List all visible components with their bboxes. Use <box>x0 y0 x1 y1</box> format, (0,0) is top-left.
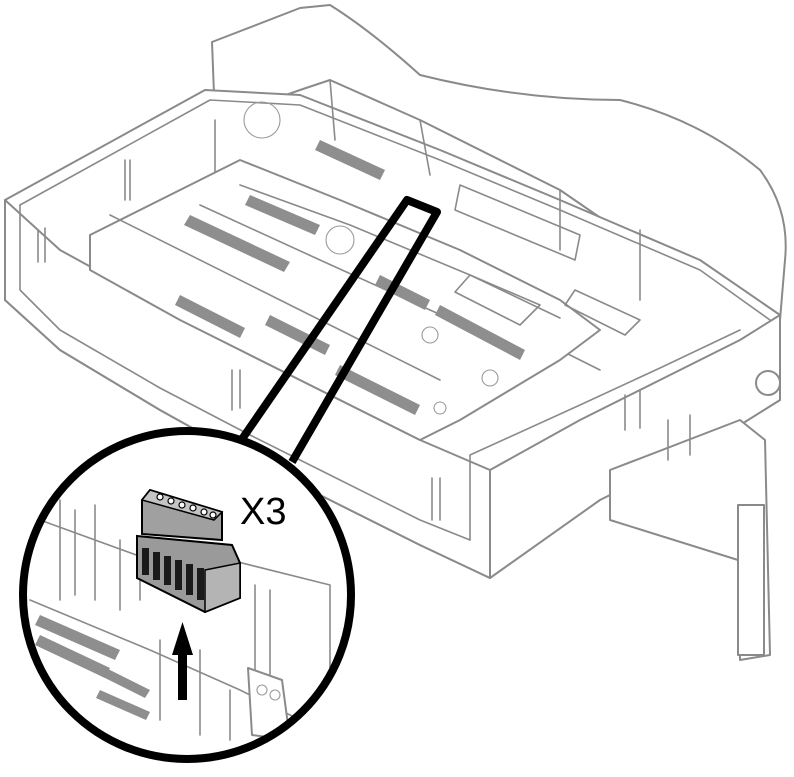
bracket-strip <box>737 504 765 656</box>
grill-group <box>175 140 525 415</box>
arrow-up-icon <box>172 622 193 700</box>
zoomed-detail <box>29 499 331 759</box>
connector-label-x3: X3 <box>240 491 286 533</box>
plug-screw-holes <box>156 493 217 519</box>
knob <box>755 370 781 396</box>
side-wall <box>489 314 781 579</box>
side-bracket <box>609 419 771 661</box>
x3-plug-connector <box>136 488 241 614</box>
control-unit-housing <box>4 4 787 661</box>
plug-terminal-slots <box>142 548 204 600</box>
callout-pointer <box>236 196 441 465</box>
callout-ring <box>19 427 355 763</box>
